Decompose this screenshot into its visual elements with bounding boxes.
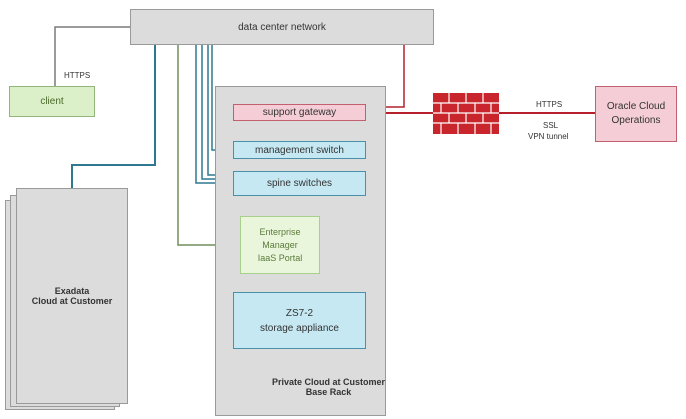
oracle-cloud-operations: Oracle Cloud Operations bbox=[595, 86, 677, 142]
oracle-label-line2: Operations bbox=[611, 115, 661, 126]
management-switch-label: management switch bbox=[255, 144, 344, 156]
base-rack-title-line1: Private Cloud at Customer bbox=[271, 377, 385, 387]
spine-switches: spine switches bbox=[233, 171, 366, 196]
support-gateway-label: support gateway bbox=[262, 107, 337, 118]
em-label-line3: IaaS Portal bbox=[257, 252, 303, 263]
enterprise-manager: Enterprise Manager IaaS Portal bbox=[240, 216, 320, 274]
data-center-network-label: data center network bbox=[238, 21, 326, 33]
vpn-tunnel-label: VPN tunnel bbox=[528, 132, 569, 141]
base-rack-title: Private Cloud at Customer Base Rack bbox=[272, 377, 385, 397]
oracle-https-label: HTTPS bbox=[536, 100, 563, 109]
base-rack-title-line2: Base Rack bbox=[305, 387, 352, 397]
ssl-label: SSL bbox=[543, 121, 559, 130]
data-center-network: data center network bbox=[130, 9, 434, 45]
em-label-line2: Manager bbox=[262, 239, 298, 250]
spine-switches-label: spine switches bbox=[266, 178, 333, 189]
exadata-node: Exadata Cloud at Customer bbox=[16, 188, 128, 404]
exadata-label-line1: Exadata bbox=[54, 286, 90, 296]
firewall-icon bbox=[433, 93, 499, 134]
oracle-label-line1: Oracle Cloud bbox=[606, 101, 666, 112]
storage-label-line2: storage appliance bbox=[260, 322, 339, 334]
storage-appliance: ZS7-2 storage appliance bbox=[233, 292, 366, 349]
em-label-line1: Enterprise bbox=[259, 226, 301, 237]
exadata-label-line2: Cloud at Customer bbox=[31, 296, 113, 306]
client-label: client bbox=[40, 96, 64, 107]
support-gateway: support gateway bbox=[233, 104, 366, 121]
client-node: client bbox=[9, 86, 95, 117]
client-network-link bbox=[54, 26, 130, 86]
management-switch: management switch bbox=[233, 141, 366, 159]
exadata-network-link bbox=[71, 45, 156, 190]
storage-label-line1: ZS7-2 bbox=[285, 307, 314, 319]
client-https-label: HTTPS bbox=[64, 71, 91, 80]
